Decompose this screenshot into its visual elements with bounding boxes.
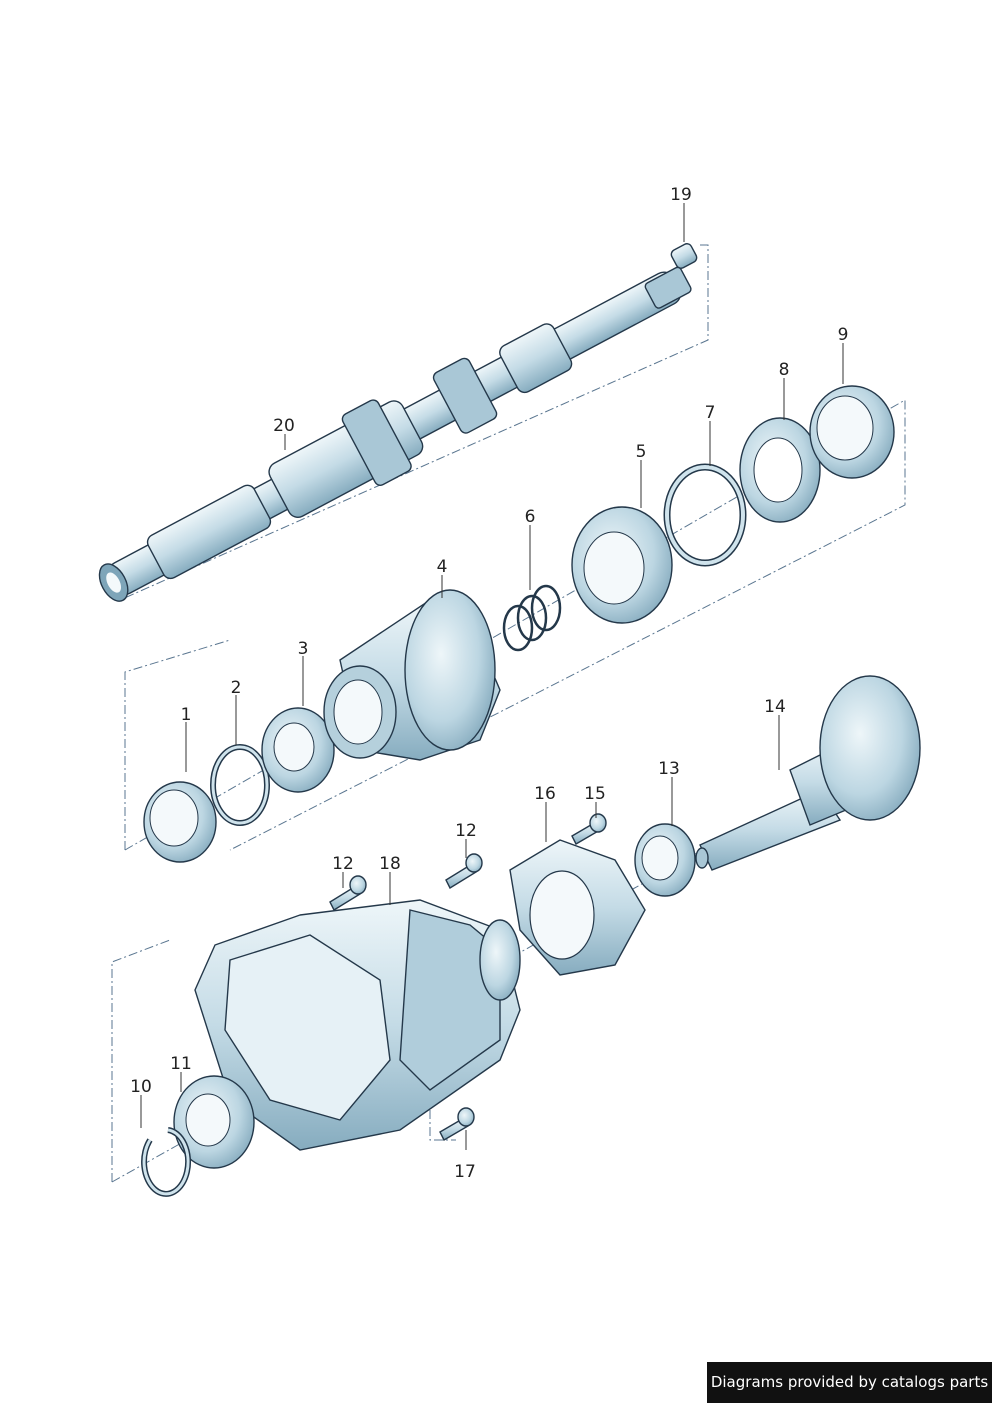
part-shim-7 [663,463,747,567]
callout-6[interactable]: 6 [525,507,536,527]
callout-17[interactable]: 17 [454,1162,476,1182]
part-snap-ring-2 [210,744,270,826]
part-washer-8 [739,417,821,523]
part-ring-9 [809,385,895,479]
callout-4[interactable]: 4 [437,557,448,577]
part-transmission-housing-18 [194,899,521,1151]
callout-18[interactable]: 18 [379,854,401,874]
part-circlip-10 [141,1127,192,1197]
callout-2[interactable]: 2 [231,678,242,698]
credit-text: Diagrams provided by catalogs parts [710,1373,989,1391]
part-bolt-15 [571,813,607,845]
callout-leaders [140,203,844,1150]
part-housing-4 [323,589,501,761]
callout-7[interactable]: 7 [705,403,716,423]
callout-10[interactable]: 10 [130,1077,152,1097]
part-ring-1 [143,781,217,863]
callout-19[interactable]: 19 [670,185,692,205]
part-bushing [670,243,698,269]
part-seal-13 [634,823,696,897]
part-flange-shaft-14 [695,675,921,871]
callout-16[interactable]: 16 [534,784,556,804]
callout-20[interactable]: 20 [273,416,295,436]
part-bearing-5 [571,506,673,624]
callout-11[interactable]: 11 [170,1054,192,1074]
callout-3[interactable]: 3 [298,639,309,659]
callout-13[interactable]: 13 [658,759,680,779]
callout-5[interactable]: 5 [636,442,647,462]
callout-8[interactable]: 8 [779,360,790,380]
part-bolt-12-upper [445,853,483,889]
credit-banner: Diagrams provided by catalogs parts [707,1362,992,1403]
part-spring-6 [502,584,562,652]
part-main-shaft [98,266,692,602]
callout-1[interactable]: 1 [181,705,192,725]
part-bolt-17 [439,1107,475,1141]
callout-12-upper[interactable]: 12 [455,821,477,841]
callout-15[interactable]: 15 [584,784,606,804]
callout-14[interactable]: 14 [764,697,786,717]
part-bearing-11 [173,1075,255,1169]
callout-12-lower[interactable]: 12 [332,854,354,874]
part-bracket-16 [509,839,646,976]
part-bearing-3 [261,707,335,793]
callout-labels: 1 2 3 4 5 6 7 8 9 10 11 12 12 13 14 15 1… [130,185,848,1182]
part-bolt-12-lower [329,875,367,911]
callout-9[interactable]: 9 [838,325,849,345]
